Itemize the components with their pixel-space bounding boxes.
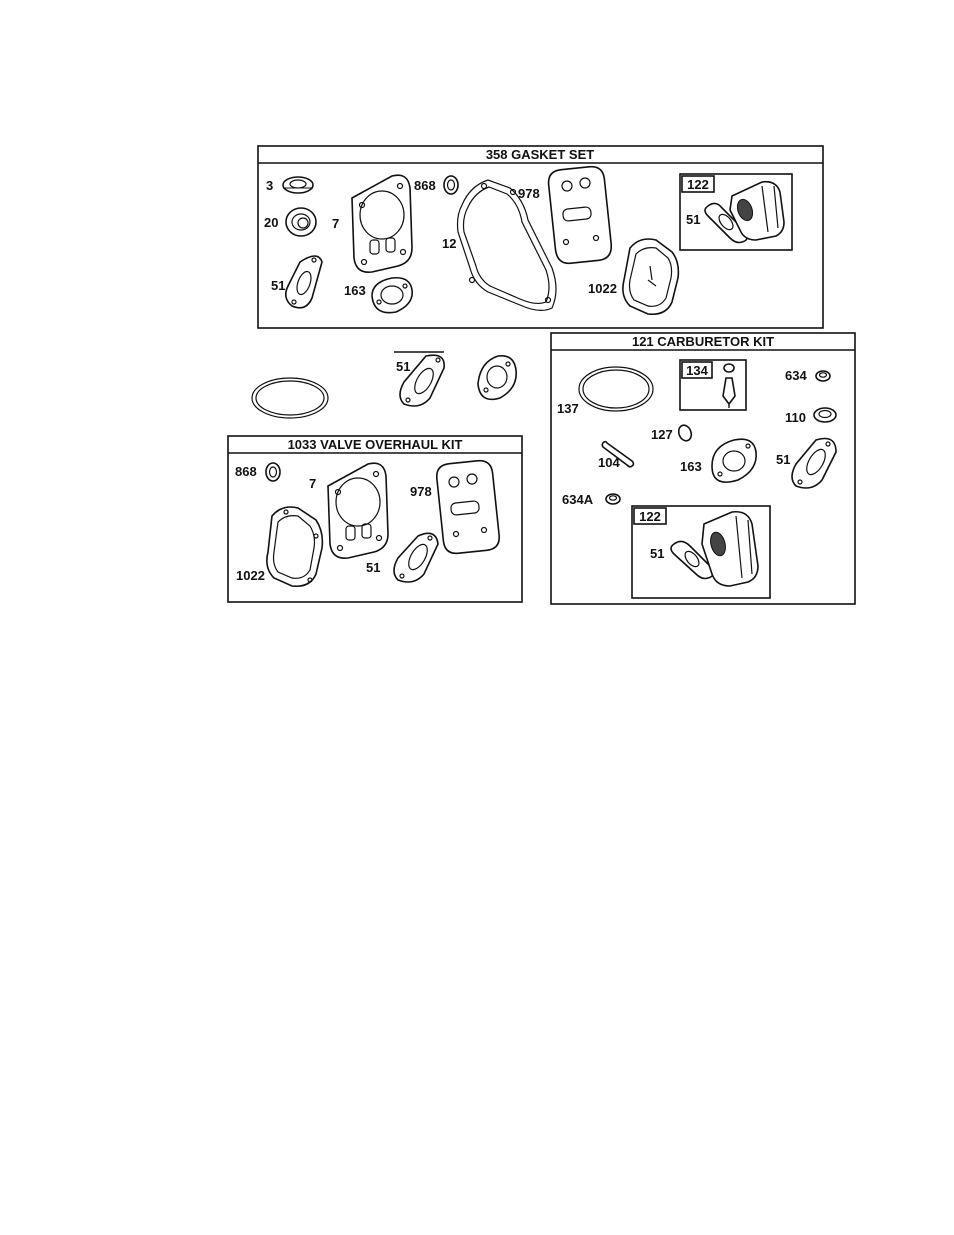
valve-kit-part-7 — [328, 463, 388, 558]
gasket-set-title: 358 GASKET SET — [486, 147, 594, 162]
part-978-gasket — [547, 165, 613, 264]
carb-kit-title: 121 CARBURETOR KIT — [632, 334, 774, 349]
label-978: 978 — [518, 186, 540, 201]
carb-kit-part-634a — [606, 494, 620, 504]
loose-o-ring — [252, 378, 328, 418]
valve-kit-label-1022: 1022 — [236, 568, 265, 583]
carb-label-subkit-51: 51 — [650, 546, 664, 561]
loose-label-51: 51 — [396, 359, 410, 374]
carb-label-subkit-122: 122 — [639, 509, 661, 524]
label-3: 3 — [266, 178, 273, 193]
part-1022-cover-gasket — [623, 239, 679, 314]
valve-kit-part-868 — [266, 463, 280, 481]
label-subkit-51: 51 — [686, 212, 700, 227]
carb-kit-panel: 121 CARBURETOR KIT 137 134 634 110 127 — [551, 333, 855, 604]
carb-kit-part-137-o-ring — [579, 367, 653, 411]
label-subkit-134: 134 — [686, 363, 708, 378]
part-7-head-gasket — [352, 175, 412, 272]
gasket-set-panel: 358 GASKET SET 3 20 7 — [258, 146, 823, 328]
valve-kit-label-868: 868 — [235, 464, 257, 479]
valve-kit-part-51 — [394, 533, 438, 582]
carb-kit-part-51 — [792, 439, 836, 489]
valve-kit-label-978: 978 — [410, 484, 432, 499]
part-51-intake-gasket — [286, 256, 322, 308]
label-163: 163 — [344, 283, 366, 298]
part-868-seal — [444, 176, 458, 194]
loose-carburetor-gasket — [478, 356, 516, 400]
valve-kit-panel: 1033 VALVE OVERHAUL KIT 868 7 978 — [228, 436, 522, 602]
carb-kit-label-104: 104 — [598, 455, 620, 470]
part-20-oil-seal — [286, 208, 316, 236]
carb-kit-label-634a: 634A — [562, 492, 594, 507]
carb-kit-part-110 — [814, 408, 836, 422]
valve-kit-part-978 — [435, 459, 500, 554]
carb-kit-label-634: 634 — [785, 368, 807, 383]
valve-kit-part-1022 — [267, 507, 323, 586]
carb-kit-label-163: 163 — [680, 459, 702, 474]
carb-kit-part-634 — [816, 371, 830, 381]
label-868: 868 — [414, 178, 436, 193]
label-51: 51 — [271, 278, 285, 293]
valve-kit-label-7: 7 — [309, 476, 316, 491]
part-12-crankcase-gasket — [458, 180, 557, 310]
carb-kit-label-137: 137 — [557, 401, 579, 416]
valve-kit-title: 1033 VALVE OVERHAUL KIT — [288, 437, 463, 452]
carb-kit-label-127: 127 — [651, 427, 673, 442]
label-1022: 1022 — [588, 281, 617, 296]
valve-kit-label-51: 51 — [366, 560, 380, 575]
carb-kit-label-51: 51 — [776, 452, 790, 467]
carb-kit-part-163 — [712, 439, 756, 482]
part-163-gasket — [372, 278, 412, 313]
carb-kit-subkit-134: 134 — [680, 360, 746, 410]
label-7: 7 — [332, 216, 339, 231]
carb-kit-part-127 — [677, 423, 694, 442]
label-12: 12 — [442, 236, 456, 251]
part-3-washer — [283, 177, 313, 193]
label-20: 20 — [264, 215, 278, 230]
loose-parts-area: 51 — [252, 352, 516, 418]
label-subkit-122: 122 — [687, 177, 709, 192]
carb-kit-label-110: 110 — [785, 410, 806, 425]
